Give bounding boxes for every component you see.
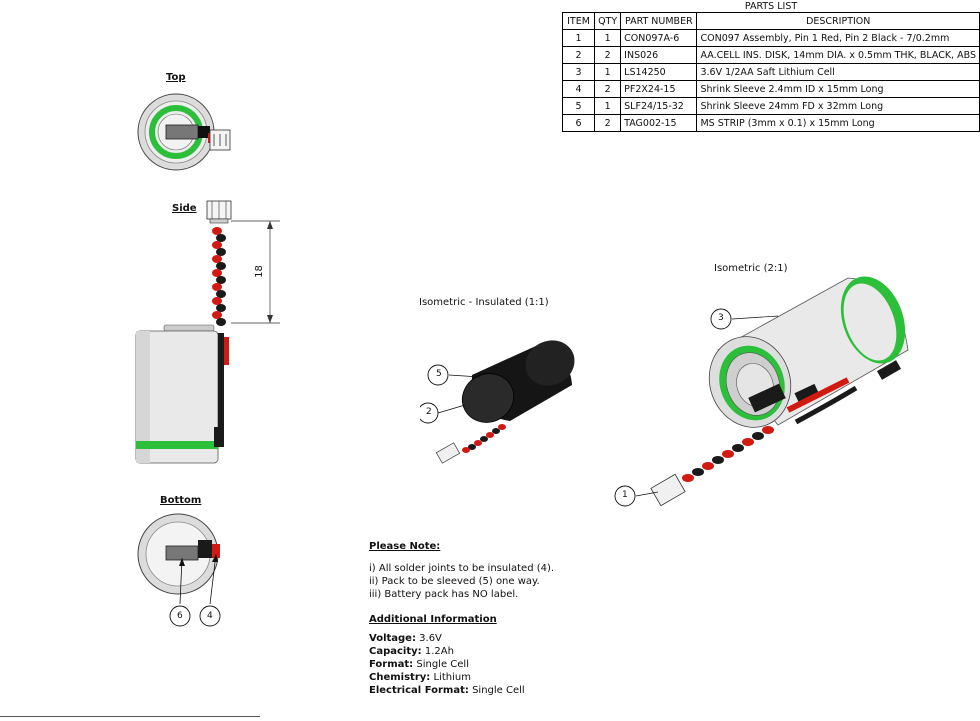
info-electrical-format: Electrical Format: Single Cell — [369, 684, 669, 697]
cell-qty: 1 — [594, 29, 622, 47]
cell-item: 3 — [561, 63, 596, 81]
dimension-label: 18 — [253, 265, 265, 278]
info-format: Format: Single Cell — [369, 658, 669, 671]
info-value: 3.6V — [419, 633, 442, 644]
cell-description: Shrink Sleeve 2.4mm ID x 15mm Long — [696, 80, 980, 98]
parts-list-header-row: ITEM QTY PART NUMBER DESCRIPTION — [561, 12, 980, 30]
info-value: Single Cell — [472, 685, 525, 696]
table-row: 2 2 INS026 AA.CELL INS. DISK, 14mm DIA. … — [561, 46, 980, 64]
info-key: Capacity: — [369, 646, 422, 657]
cell-description: MS STRIP (3mm x 0.1) x 15mm Long — [696, 114, 980, 132]
table-row: 4 2 PF2X24-15 Shrink Sleeve 2.4mm ID x 1… — [561, 80, 980, 98]
notes-block: Please Note: i) All solder joints to be … — [369, 540, 669, 697]
col-header-description: DESCRIPTION — [696, 12, 980, 30]
additional-info-heading: Additional Information — [369, 614, 497, 625]
cell-part-number: SLF24/15-32 — [620, 97, 698, 115]
info-chemistry: Chemistry: Lithium — [369, 671, 669, 684]
info-voltage: Voltage: 3.6V — [369, 632, 669, 645]
balloon-4: 4 — [207, 611, 213, 621]
top-view-label: Top — [166, 72, 186, 83]
iso-2to1-label: Isometric (2:1) — [714, 263, 788, 274]
cell-item: 4 — [561, 80, 596, 98]
info-value: 1.2Ah — [424, 646, 454, 657]
cell-item: 6 — [561, 114, 596, 132]
col-header-part-number: PART NUMBER — [620, 12, 698, 30]
info-value: Lithium — [433, 672, 471, 683]
info-value: Single Cell — [416, 659, 469, 670]
table-row: 3 1 LS14250 3.6V 1/2AA Saft Lithium Cell — [561, 63, 980, 81]
cell-item: 1 — [561, 29, 596, 47]
balloon-5: 5 — [436, 369, 442, 379]
bottom-view-label: Bottom — [160, 495, 202, 506]
cell-qty: 2 — [594, 46, 622, 64]
info-key: Electrical Format: — [369, 685, 469, 696]
cell-description: 3.6V 1/2AA Saft Lithium Cell — [696, 63, 980, 81]
note-item: ii) Pack to be sleeved (5) one way. — [369, 576, 540, 587]
iso-insulated-drawing — [420, 340, 575, 464]
border-line — [0, 716, 260, 717]
balloon-6: 6 — [177, 611, 183, 621]
cell-description: Shrink Sleeve 24mm FD x 32mm Long — [696, 97, 980, 115]
col-header-item: ITEM — [561, 12, 596, 30]
cell-qty: 2 — [594, 114, 622, 132]
cell-part-number: TAG002-15 — [620, 114, 698, 132]
info-key: Format: — [369, 659, 414, 670]
balloon-3: 3 — [718, 313, 724, 323]
info-key: Chemistry: — [369, 672, 431, 683]
cell-qty: 1 — [594, 63, 622, 81]
cell-qty: 1 — [594, 97, 622, 115]
table-row: 1 1 CON097A-6 CON097 Assembly, Pin 1 Red… — [561, 29, 980, 47]
note-item: iii) Battery pack has NO label. — [369, 589, 519, 600]
cell-part-number: PF2X24-15 — [620, 80, 698, 98]
table-row: 6 2 TAG002-15 MS STRIP (3mm x 0.1) x 15m… — [561, 114, 980, 132]
cell-qty: 2 — [594, 80, 622, 98]
info-key: Voltage: — [369, 633, 416, 644]
balloon-2: 2 — [426, 407, 432, 417]
notes-heading: Please Note: — [369, 541, 441, 552]
cell-description: CON097 Assembly, Pin 1 Red, Pin 2 Black … — [696, 29, 980, 47]
balloon-1: 1 — [622, 490, 628, 500]
cell-part-number: CON097A-6 — [620, 29, 698, 47]
iso-insulated-label: Isometric - Insulated (1:1) — [419, 297, 549, 308]
parts-list-title: PARTS LIST — [562, 0, 980, 13]
note-item: i) All solder joints to be insulated (4)… — [369, 563, 555, 574]
cell-description: AA.CELL INS. DISK, 14mm DIA. x 0.5mm THK… — [696, 46, 980, 64]
bottom-view-drawing — [137, 513, 221, 627]
cell-part-number: LS14250 — [620, 63, 698, 81]
cell-item: 5 — [561, 97, 596, 115]
top-view-drawing — [137, 93, 231, 171]
col-header-qty: QTY — [594, 12, 622, 30]
info-capacity: Capacity: 1.2Ah — [369, 645, 669, 658]
cell-part-number: INS026 — [620, 46, 698, 64]
side-view-label: Side — [172, 203, 197, 214]
table-row: 5 1 SLF24/15-32 Shrink Sleeve 24mm FD x … — [561, 97, 980, 115]
side-view-drawing — [135, 200, 280, 464]
parts-list-table: PARTS LIST ITEM QTY PART NUMBER DESCRIPT… — [561, 0, 980, 132]
cell-item: 2 — [561, 46, 596, 64]
iso-2to1-drawing — [614, 276, 909, 507]
